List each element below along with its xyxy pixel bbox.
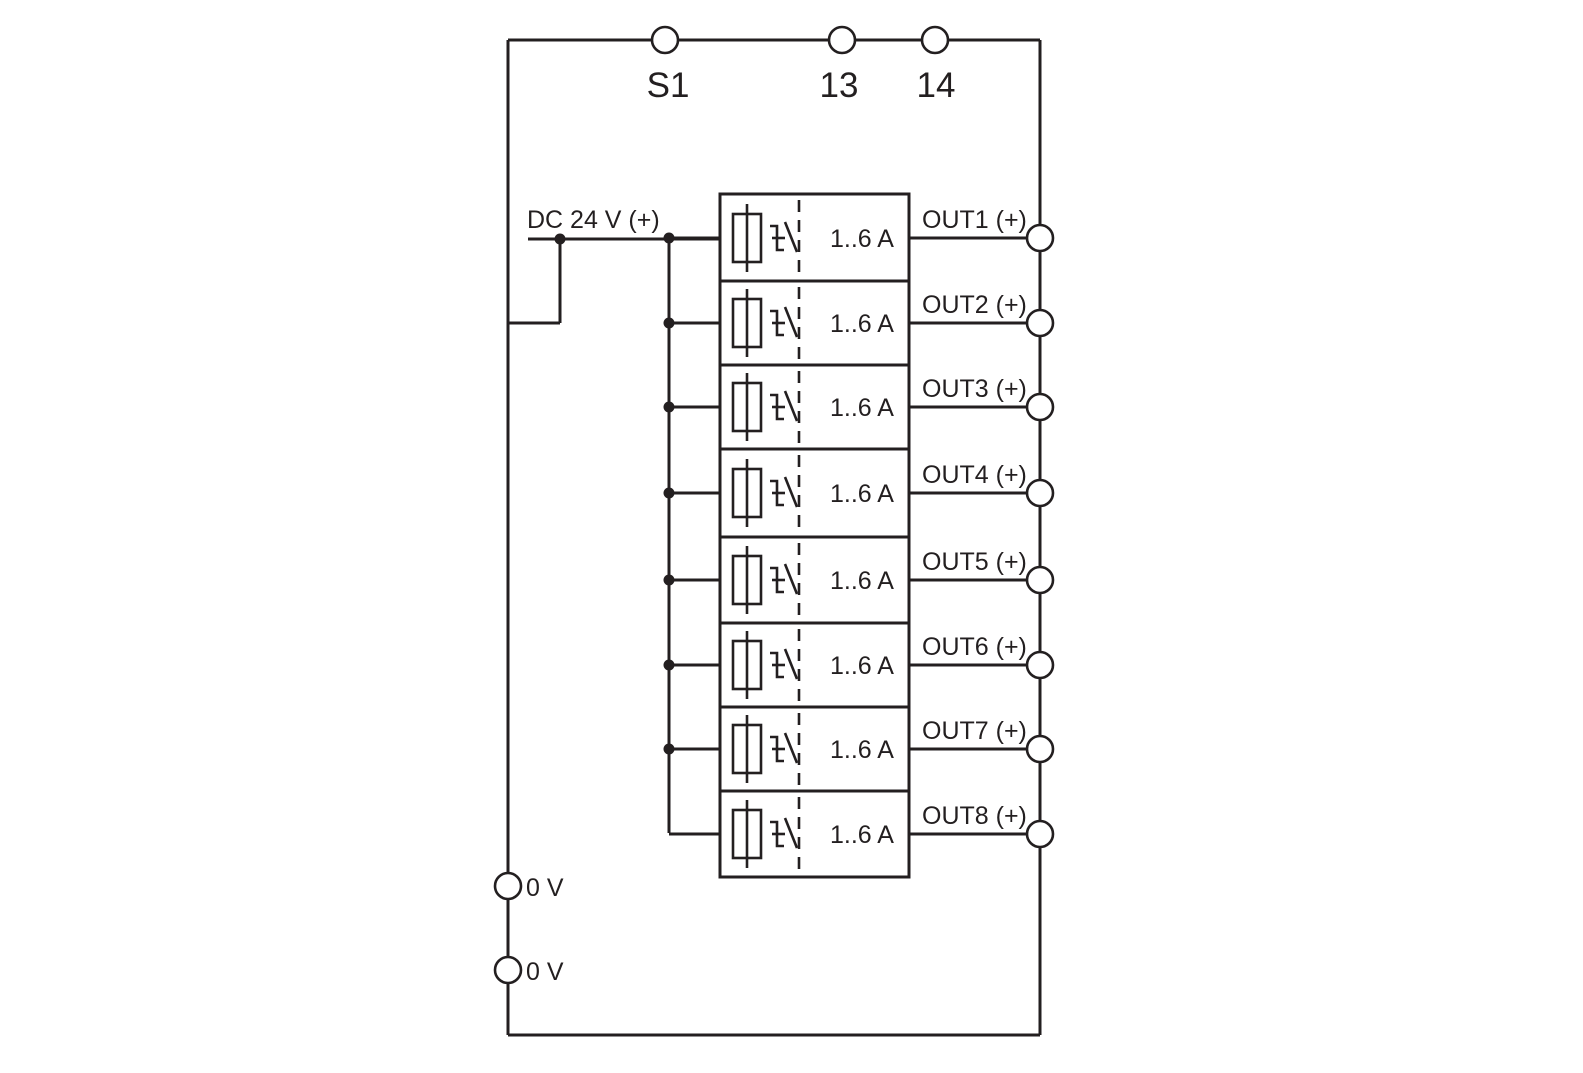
terminal-s1[interactable] xyxy=(650,25,680,55)
output-label: OUT5 (+) xyxy=(922,548,1027,576)
supply-junction xyxy=(554,233,566,245)
bus-junction xyxy=(663,487,675,499)
switch-contact-icon xyxy=(783,221,799,253)
output-terminal-4[interactable] xyxy=(1025,478,1055,508)
ground-label-1: 0 V xyxy=(526,874,564,902)
switch-contact-icon xyxy=(783,563,799,595)
terminal-14[interactable] xyxy=(920,25,950,55)
terminal-0v-1[interactable] xyxy=(493,871,523,901)
bus-junction xyxy=(663,574,675,586)
channel-4: 1..6 A OUT4 (+) xyxy=(663,447,1055,539)
ground-terminals: 0 V 0 V xyxy=(493,871,564,986)
output-terminal-5[interactable] xyxy=(1025,565,1055,595)
output-terminal-7[interactable] xyxy=(1025,734,1055,764)
channel-3: 1..6 A OUT3 (+) xyxy=(663,363,1055,451)
output-terminal-2[interactable] xyxy=(1025,308,1055,338)
channel-blocks: 1..6 A OUT1 (+) 1..6 A OUT2 (+) 1..6 A OUT3 (… xyxy=(663,192,1055,879)
output-label: OUT6 (+) xyxy=(922,633,1027,661)
switch-contact-icon xyxy=(783,817,799,849)
output-label: OUT7 (+) xyxy=(922,717,1027,745)
bus-junction xyxy=(663,743,675,755)
supply-label: DC 24 V (+) xyxy=(527,206,660,234)
output-label: OUT4 (+) xyxy=(922,461,1027,489)
output-label: OUT1 (+) xyxy=(922,206,1027,234)
bus-junction xyxy=(663,317,675,329)
channel-rating: 1..6 A xyxy=(830,480,894,508)
bus-junction xyxy=(663,401,675,413)
output-label: OUT2 (+) xyxy=(922,291,1027,319)
channel-1: 1..6 A OUT1 (+) xyxy=(663,192,1055,283)
channel-rating: 1..6 A xyxy=(830,394,894,422)
channel-rating: 1..6 A xyxy=(830,310,894,338)
ground-label-2: 0 V xyxy=(526,958,564,986)
switch-contact-icon xyxy=(783,390,799,422)
terminal-label-14: 14 xyxy=(917,66,956,105)
output-label: OUT8 (+) xyxy=(922,802,1027,830)
switch-contact-icon xyxy=(783,648,799,680)
terminal-0v-2[interactable] xyxy=(493,955,523,985)
channel-6: 1..6 A OUT6 (+) xyxy=(663,621,1055,709)
top-terminals: S1 13 14 xyxy=(647,25,956,105)
bus-junction xyxy=(663,232,675,244)
terminal-label-13: 13 xyxy=(820,66,859,105)
output-terminal-3[interactable] xyxy=(1025,392,1055,422)
terminal-13[interactable] xyxy=(827,25,857,55)
output-terminal-6[interactable] xyxy=(1025,650,1055,680)
output-terminal-1[interactable] xyxy=(1025,223,1055,253)
channel-8: 1..6 A OUT8 (+) xyxy=(669,789,1055,879)
switch-contact-icon xyxy=(783,306,799,338)
channel-7: 1..6 A OUT7 (+) xyxy=(663,705,1055,793)
output-terminal-8[interactable] xyxy=(1025,819,1055,849)
channel-rating: 1..6 A xyxy=(830,567,894,595)
bus-junction xyxy=(663,659,675,671)
channel-rating: 1..6 A xyxy=(830,821,894,849)
channel-rating: 1..6 A xyxy=(830,736,894,764)
terminal-label-s1: S1 xyxy=(647,66,690,105)
channel-5: 1..6 A OUT5 (+) xyxy=(663,535,1055,625)
output-label: OUT3 (+) xyxy=(922,375,1027,403)
channel-2: 1..6 A OUT2 (+) xyxy=(663,279,1055,367)
switch-contact-icon xyxy=(783,476,799,508)
channel-rating: 1..6 A xyxy=(830,652,894,680)
channel-rating: 1..6 A xyxy=(830,225,894,253)
switch-contact-icon xyxy=(783,732,799,764)
